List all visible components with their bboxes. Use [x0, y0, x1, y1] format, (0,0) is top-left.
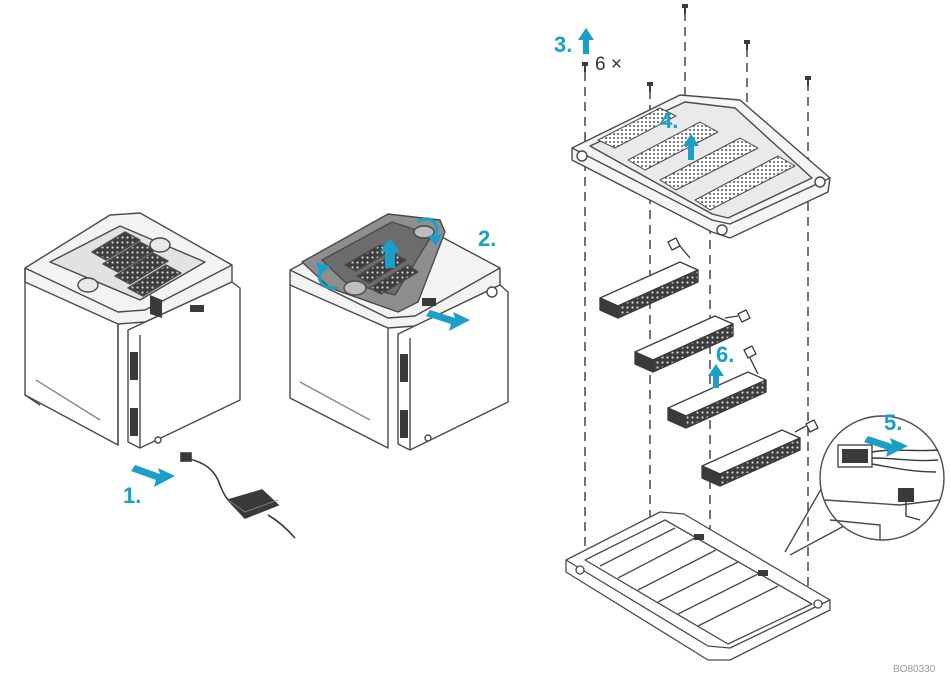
vent-grille	[91, 231, 182, 297]
battery-pack-icon	[701, 419, 819, 487]
arrow-right-icon	[864, 436, 908, 457]
arrow-up-icon	[380, 238, 400, 268]
battery-pack-icon	[599, 237, 699, 319]
lid-knob	[77, 277, 99, 293]
screw-count: 6 ×	[595, 54, 622, 75]
step-6-label: 6.	[716, 342, 734, 367]
arrow-up-icon	[708, 364, 724, 388]
figure-code: BO80330	[893, 664, 936, 675]
arrow-up-icon	[578, 28, 594, 54]
step-5-label: 5.	[884, 410, 902, 435]
top-cover-plate	[571, 94, 831, 239]
power-adapter-icon	[180, 452, 296, 539]
detail-inset	[784, 415, 945, 556]
rotate-arrowhead	[316, 262, 330, 276]
arrow-right-icon	[131, 465, 175, 487]
step-4-label: 4.	[660, 108, 678, 133]
device-open-lid	[289, 213, 509, 451]
base-tray	[565, 511, 831, 661]
rotate-arrowhead	[428, 234, 442, 246]
lid-knob	[149, 237, 171, 253]
step-3-label: 3.	[554, 32, 572, 57]
battery-pack-icon	[667, 345, 767, 429]
device-unplug	[24, 212, 241, 449]
vent-grille	[597, 107, 796, 211]
battery-pack-icon	[634, 309, 751, 373]
step-2-label: 2.	[478, 226, 496, 251]
step-1-label: 1.	[123, 483, 141, 508]
arrow-right-icon	[426, 310, 470, 331]
arrow-up-icon	[683, 134, 699, 160]
